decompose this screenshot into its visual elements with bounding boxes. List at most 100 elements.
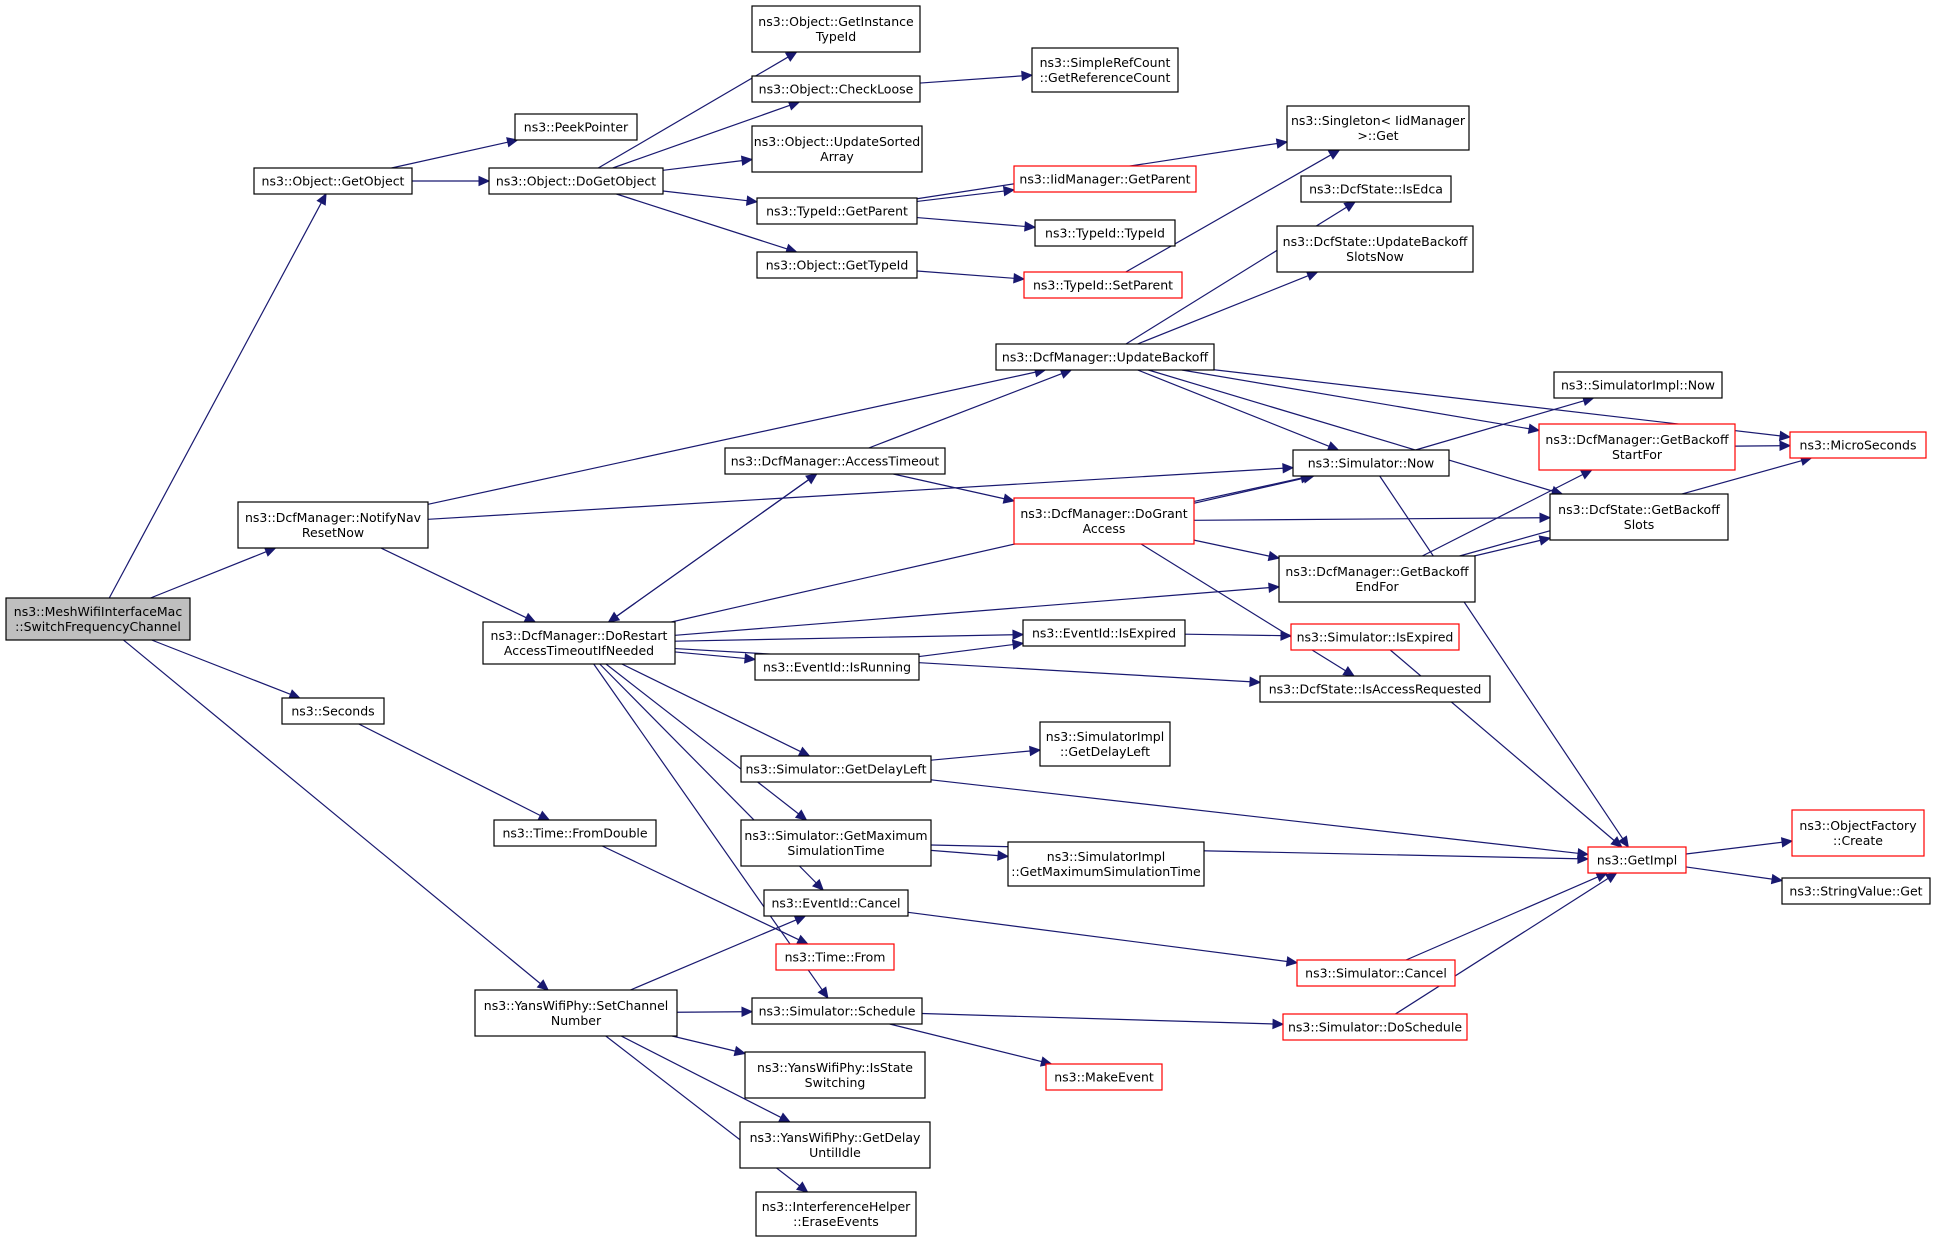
node-simulatornow[interactable]: ns3::Simulator::Now [1292, 449, 1450, 477]
node-simdoschedule[interactable]: ns3::Simulator::DoSchedule [1282, 1013, 1468, 1041]
node-accesstimeout[interactable]: ns3::DcfManager::AccessTimeout [724, 447, 946, 475]
node-simimplgetdelayleft[interactable]: ns3::SimulatorImpl::GetDelayLeft [1039, 721, 1171, 767]
node-dogetobject[interactable]: ns3::Object::DoGetObject [488, 167, 664, 195]
node-box-typeidtypeid[interactable] [1034, 219, 1176, 247]
node-box-getbackoffendfor[interactable] [1278, 555, 1476, 603]
node-box-simulatornow[interactable] [1292, 449, 1450, 477]
node-getimpl[interactable]: ns3::GetImpl [1587, 846, 1687, 874]
node-isedca[interactable]: ns3::DcfState::IsEdca [1300, 175, 1452, 203]
node-getmaxsimtime[interactable]: ns3::Simulator::GetMaximumSimulationTime [740, 819, 932, 867]
node-box-iidgetparent[interactable] [1013, 165, 1197, 193]
node-eventidcancel[interactable]: ns3::EventId::Cancel [763, 889, 909, 917]
node-box-dograntaccess[interactable] [1013, 497, 1195, 545]
node-makeevent[interactable]: ns3::MakeEvent [1045, 1063, 1163, 1091]
node-getobject[interactable]: ns3::Object::GetObject [253, 167, 413, 195]
node-stringvalueget[interactable]: ns3::StringValue::Get [1781, 877, 1931, 905]
node-box-simcancel[interactable] [1296, 959, 1456, 987]
node-box-typeidgetparent[interactable] [756, 197, 918, 225]
node-box-fromdouble[interactable] [493, 819, 657, 847]
node-box-updatebackoff[interactable] [995, 343, 1215, 371]
node-box-isaccessrequested[interactable] [1259, 675, 1491, 703]
node-simisexpired[interactable]: ns3::Simulator::IsExpired [1290, 623, 1460, 651]
node-box-getbackoffslots[interactable] [1549, 493, 1729, 541]
node-peekpointer[interactable]: ns3::PeekPointer [514, 113, 638, 141]
node-updatebackoff[interactable]: ns3::DcfManager::UpdateBackoff [995, 343, 1215, 371]
node-box-peekpointer[interactable] [514, 113, 638, 141]
node-box-makeevent[interactable] [1045, 1063, 1163, 1091]
node-box-singletonget[interactable] [1286, 105, 1470, 151]
node-objectfactorycreate[interactable]: ns3::ObjectFactory::Create [1791, 809, 1925, 857]
node-isaccessrequested[interactable]: ns3::DcfState::IsAccessRequested [1259, 675, 1491, 703]
node-box-getimpl[interactable] [1587, 846, 1687, 874]
node-isrunning[interactable]: ns3::EventId::IsRunning [754, 653, 920, 681]
node-seconds[interactable]: ns3::Seconds [281, 697, 385, 725]
node-eraseevents[interactable]: ns3::InterferenceHelper::EraseEvents [755, 1191, 917, 1237]
node-box-getdelayuntilidle[interactable] [739, 1121, 931, 1169]
node-box-isrunning[interactable] [754, 653, 920, 681]
node-box-getobject[interactable] [253, 167, 413, 195]
node-checkloose[interactable]: ns3::Object::CheckLoose [751, 75, 921, 103]
node-simimplgetmaxsimtime[interactable]: ns3::SimulatorImpl::GetMaximumSimulation… [1007, 841, 1205, 887]
node-dorestart[interactable]: ns3::DcfManager::DoRestartAccessTimeoutI… [482, 621, 676, 665]
node-eventidisexpired[interactable]: ns3::EventId::IsExpired [1022, 619, 1186, 647]
node-box-eraseevents[interactable] [755, 1191, 917, 1237]
node-box-simimplgetmaxsimtime[interactable] [1007, 841, 1205, 887]
node-box-getmaxsimtime[interactable] [740, 819, 932, 867]
node-box-eventidcancel[interactable] [763, 889, 909, 917]
node-box-dorestart[interactable] [482, 621, 676, 665]
node-microseconds[interactable]: ns3::MicroSeconds [1789, 431, 1927, 459]
node-objectgettypeid[interactable]: ns3::Object::GetTypeId [756, 251, 918, 279]
node-box-getbackoffstartfor[interactable] [1538, 423, 1736, 471]
node-box-typeidsetparent[interactable] [1023, 271, 1183, 299]
node-box-isedca[interactable] [1300, 175, 1452, 203]
node-box-updatebackoffslotsnow[interactable] [1276, 225, 1474, 273]
node-getreferencecount[interactable]: ns3::SimpleRefCount::GetReferenceCount [1031, 47, 1179, 93]
node-box-microseconds[interactable] [1789, 431, 1927, 459]
node-simschedule[interactable]: ns3::Simulator::Schedule [751, 997, 923, 1025]
node-box-objectgettypeid[interactable] [756, 251, 918, 279]
node-box-updatesortedarray[interactable] [751, 125, 923, 173]
node-box-seconds[interactable] [281, 697, 385, 725]
node-box-dogetobject[interactable] [488, 167, 664, 195]
node-box-stringvalueget[interactable] [1781, 877, 1931, 905]
node-box-root[interactable] [5, 597, 191, 641]
node-box-notifynavresetnow[interactable] [237, 501, 429, 549]
node-root[interactable]: ns3::MeshWifiInterfaceMac::SwitchFrequen… [5, 597, 191, 641]
node-box-checkloose[interactable] [751, 75, 921, 103]
node-typeidsetparent[interactable]: ns3::TypeId::SetParent [1023, 271, 1183, 299]
node-box-setchannelnumber[interactable] [474, 989, 678, 1037]
node-box-timefrom[interactable] [775, 943, 895, 971]
node-fromdouble[interactable]: ns3::Time::FromDouble [493, 819, 657, 847]
node-box-objectfactorycreate[interactable] [1791, 809, 1925, 857]
node-simcancel[interactable]: ns3::Simulator::Cancel [1296, 959, 1456, 987]
node-typeidgetparent[interactable]: ns3::TypeId::GetParent [756, 197, 918, 225]
node-box-simimplgetdelayleft[interactable] [1039, 721, 1171, 767]
node-box-getinstancetypeid[interactable] [751, 5, 921, 53]
node-box-simimplnow[interactable] [1553, 371, 1723, 399]
node-typeidtypeid[interactable]: ns3::TypeId::TypeId [1034, 219, 1176, 247]
node-getdelayleft[interactable]: ns3::Simulator::GetDelayLeft [740, 755, 932, 783]
node-box-getreferencecount[interactable] [1031, 47, 1179, 93]
node-box-accesstimeout[interactable] [724, 447, 946, 475]
node-box-simschedule[interactable] [751, 997, 923, 1025]
node-timefrom[interactable]: ns3::Time::From [775, 943, 895, 971]
node-box-eventidisexpired[interactable] [1022, 619, 1186, 647]
node-singletonget[interactable]: ns3::Singleton< IidManager>::Get [1286, 105, 1470, 151]
node-box-isstateswitching[interactable] [744, 1051, 926, 1099]
node-iidgetparent[interactable]: ns3::IidManager::GetParent [1013, 165, 1197, 193]
node-box-simdoschedule[interactable] [1282, 1013, 1468, 1041]
node-box-getdelayleft[interactable] [740, 755, 932, 783]
node-simimplnow[interactable]: ns3::SimulatorImpl::Now [1553, 371, 1723, 399]
node-box-simisexpired[interactable] [1290, 623, 1460, 651]
